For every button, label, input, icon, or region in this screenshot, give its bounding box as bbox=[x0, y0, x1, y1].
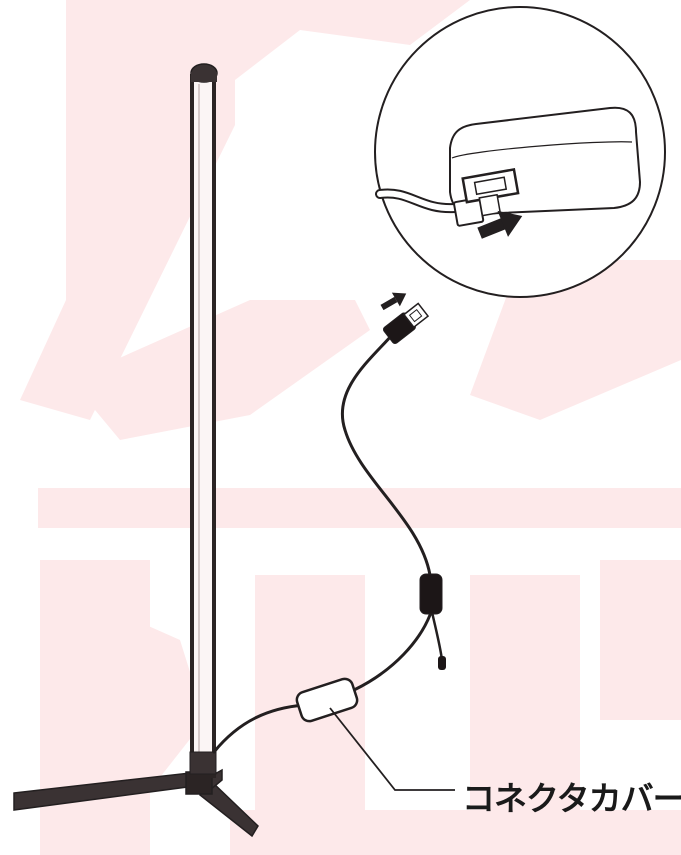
insert-arrow-large-head bbox=[497, 210, 523, 237]
cable-box-tail bbox=[430, 610, 444, 662]
watermark-bar-bottom bbox=[230, 810, 681, 855]
detail-cable-inner bbox=[377, 190, 458, 212]
watermark-block-far-right bbox=[600, 560, 681, 720]
cable-box-to-plug bbox=[340, 333, 432, 577]
pole-bottom-collar bbox=[189, 751, 217, 775]
pole-cap-band bbox=[191, 72, 217, 82]
cable-pole-to-cover bbox=[212, 703, 306, 754]
usb-plug-slot bbox=[408, 309, 423, 323]
cable-cover-to-box bbox=[352, 613, 432, 692]
insert-arrow-small-head bbox=[391, 292, 407, 307]
connector-cover bbox=[295, 677, 359, 723]
insert-arrow-small bbox=[380, 292, 407, 311]
cable-tail-tip bbox=[438, 656, 446, 670]
detail-magnifier bbox=[374, 6, 666, 298]
insert-arrow-large bbox=[477, 210, 523, 239]
usb-plug-metal bbox=[402, 302, 430, 329]
watermark-bar-wide bbox=[38, 488, 681, 528]
detail-usb-plug-collar bbox=[478, 193, 502, 217]
detail-usb-plug bbox=[453, 168, 520, 227]
watermark-shape-right bbox=[470, 260, 681, 420]
connector-cover-label: コネクタカバー bbox=[462, 779, 681, 818]
watermark-shape-mid bbox=[70, 300, 370, 440]
usb-plug bbox=[382, 302, 430, 345]
connector-cover-body bbox=[295, 677, 359, 723]
inline-control-box bbox=[419, 573, 443, 615]
insert-arrow-large-shaft bbox=[477, 217, 506, 239]
callout-leader-line bbox=[329, 707, 455, 791]
insert-arrow-small-shaft bbox=[380, 296, 398, 311]
watermark-shape-top-left bbox=[20, 0, 235, 420]
watermark-shape-top-center bbox=[235, 0, 470, 80]
watermark-block-right bbox=[470, 575, 580, 855]
lamp-pole bbox=[189, 63, 218, 778]
watermark-shape-lower-left bbox=[80, 600, 205, 790]
power-adapter-edge bbox=[451, 141, 633, 159]
pole-body bbox=[190, 74, 216, 778]
detail-usb-plug-slot bbox=[473, 176, 508, 196]
